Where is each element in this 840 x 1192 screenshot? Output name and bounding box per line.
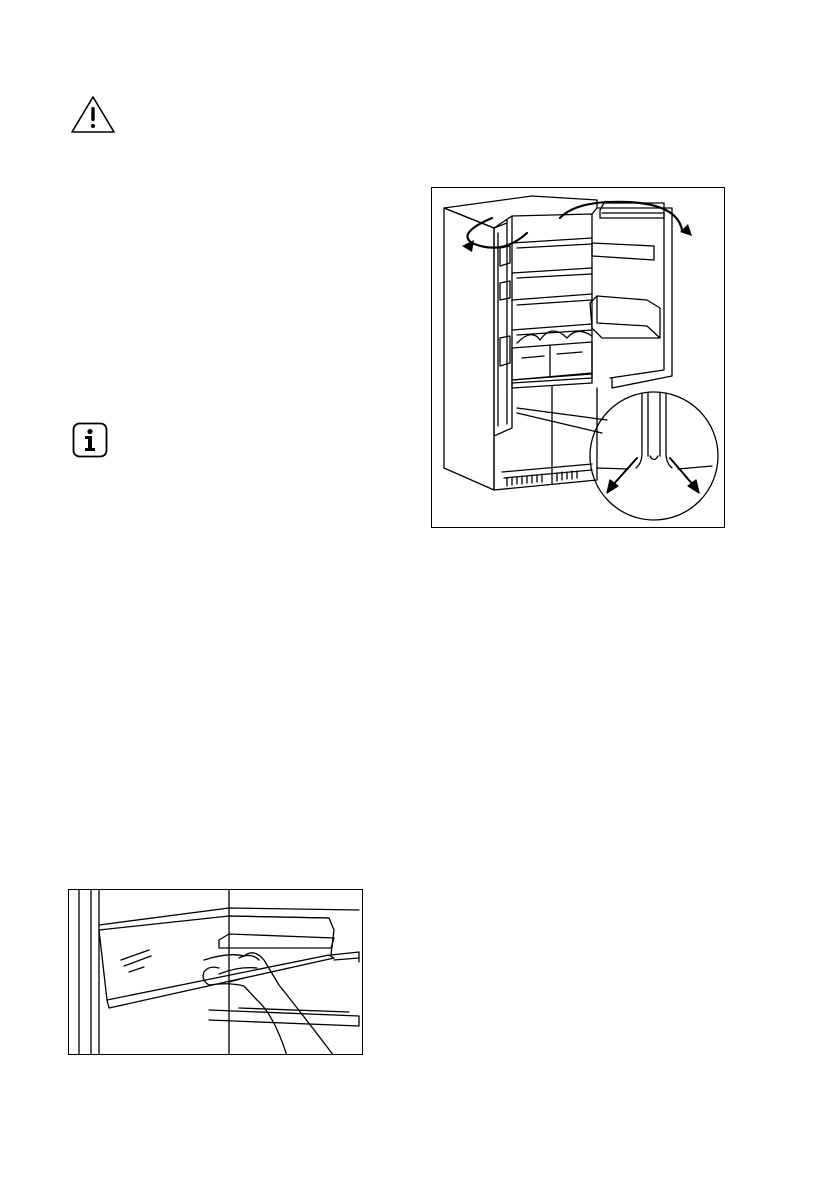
info-icon [72, 422, 108, 458]
glass-shelf-removal-illustration [68, 889, 363, 1055]
warning-triangle-icon [70, 94, 116, 134]
fridge-door-opening-illustration [431, 187, 725, 528]
